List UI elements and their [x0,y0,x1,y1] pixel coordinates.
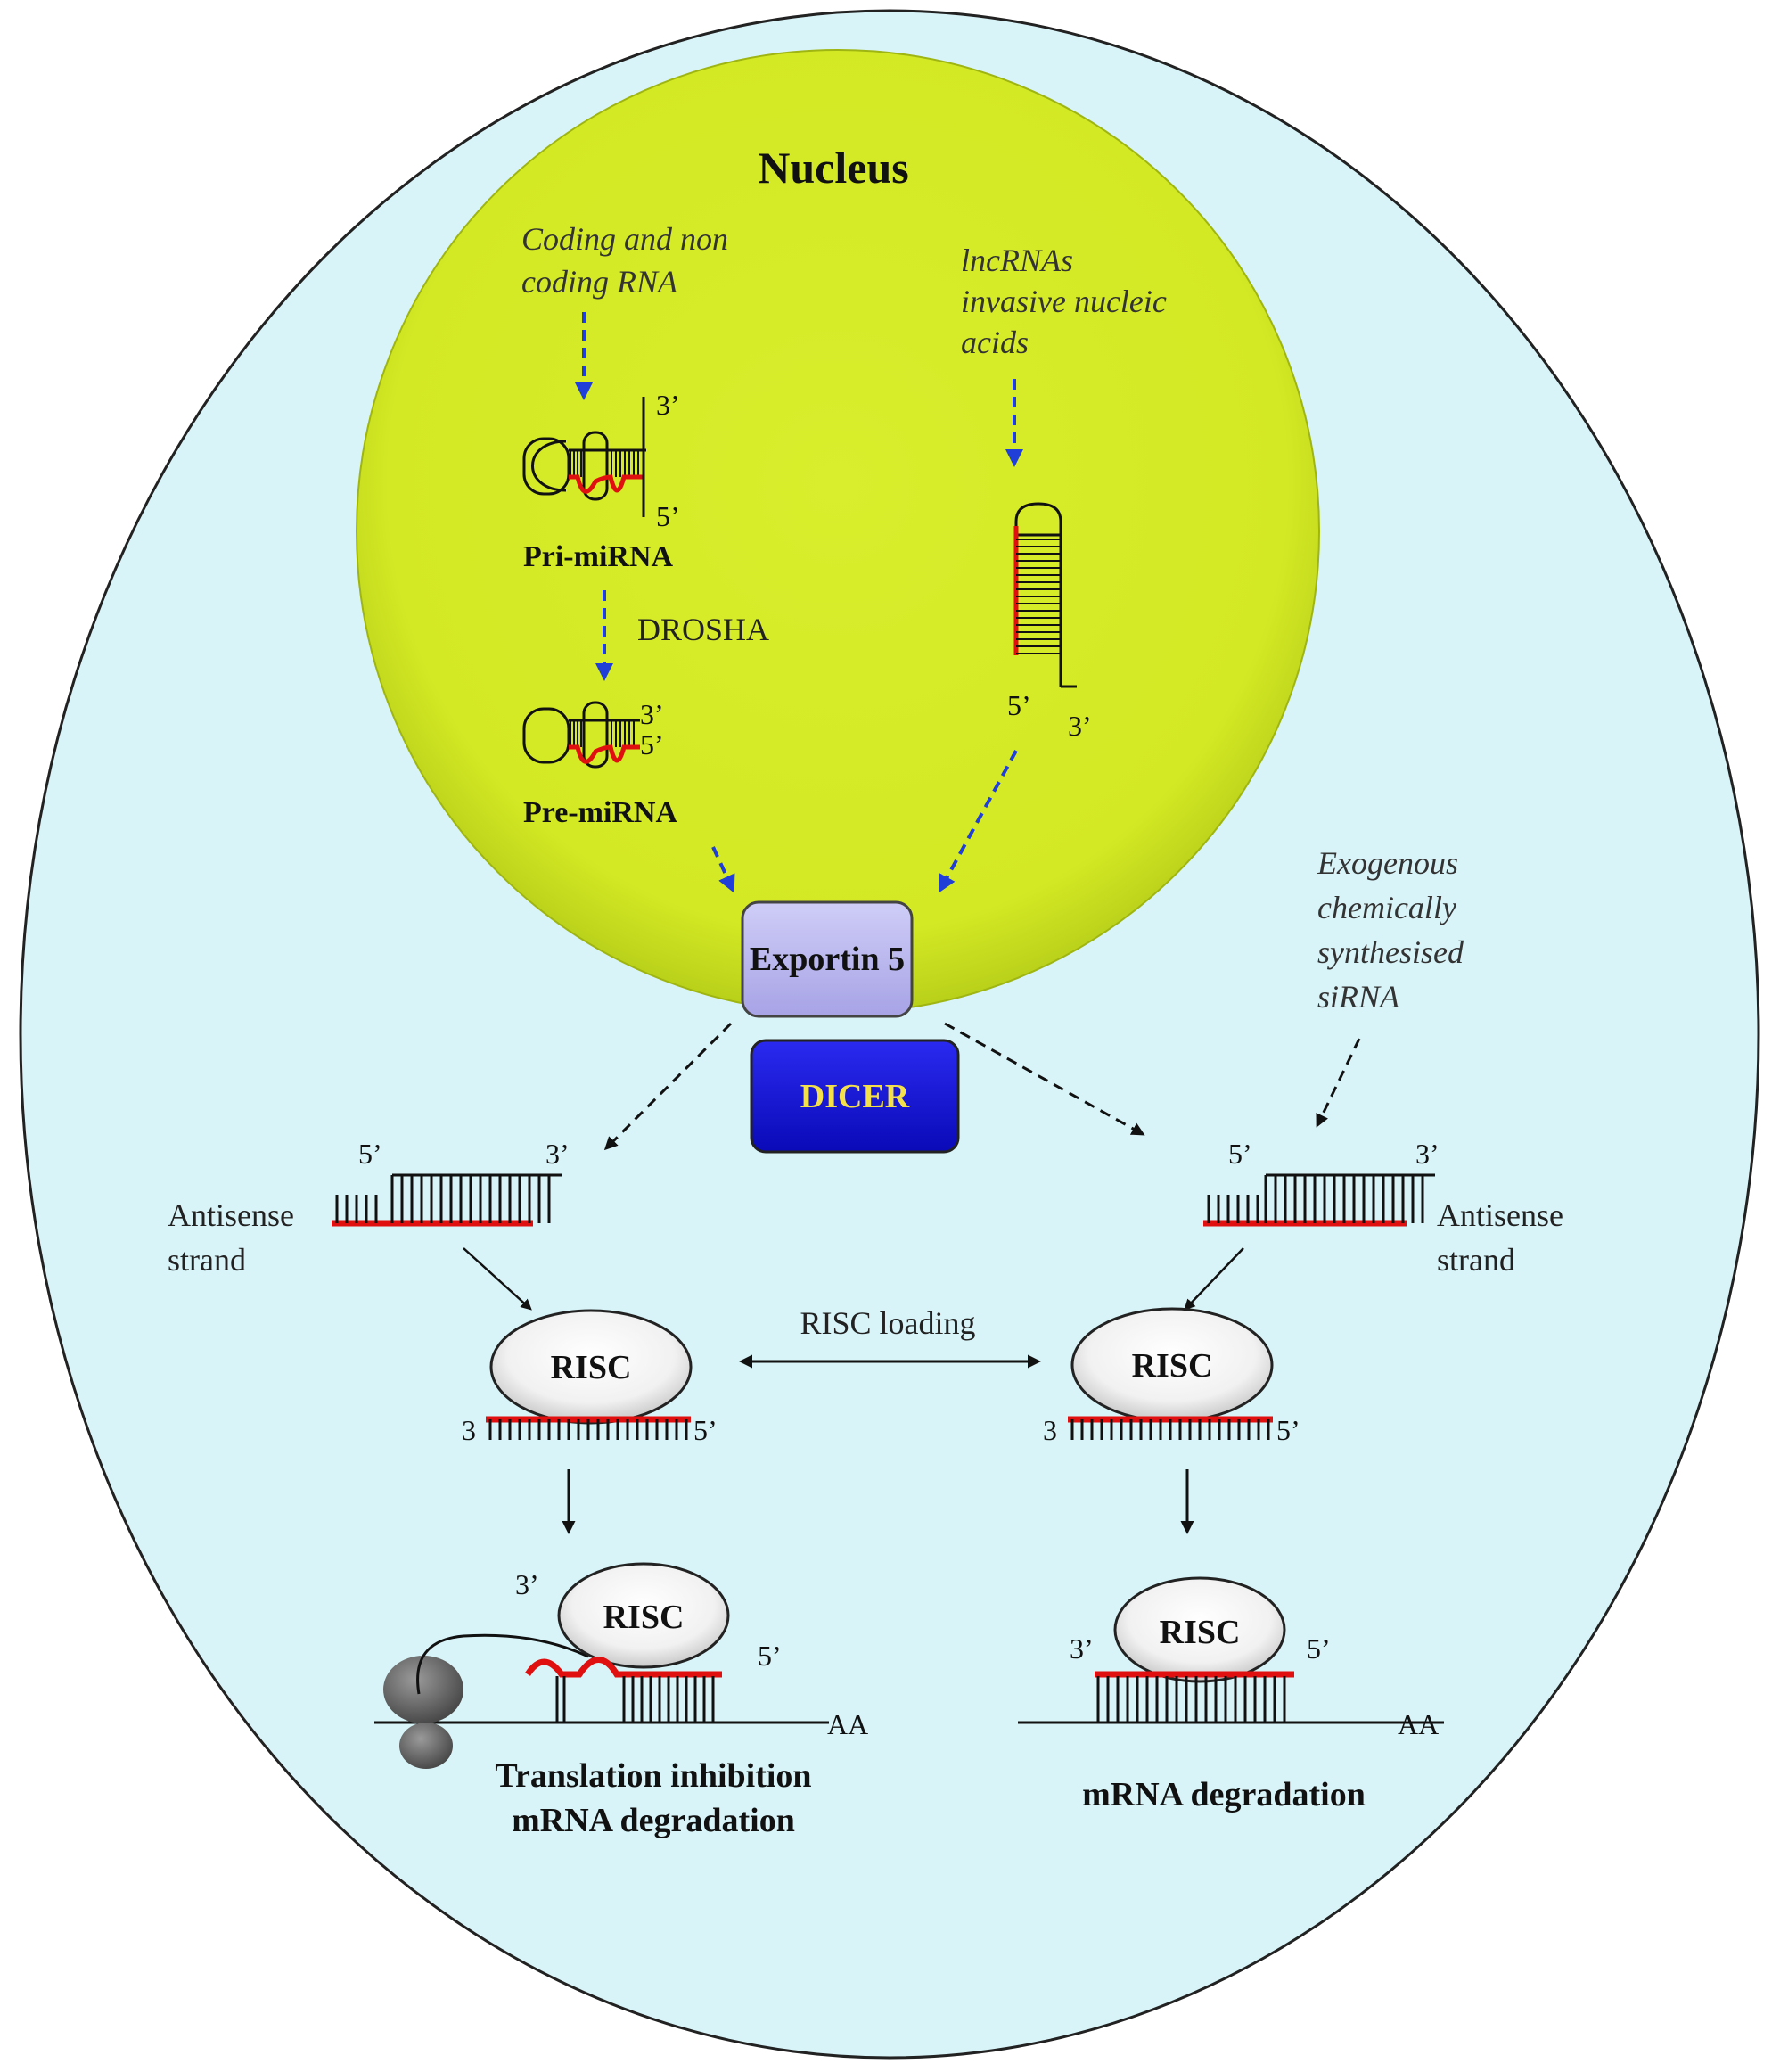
left-outcome-5prime: 5’ [758,1640,782,1672]
pre-mirna-label: Pre-miRNA [523,796,678,829]
left-risc-label: RISC [551,1349,632,1386]
right-outcome-line1: mRNA degradation [1082,1776,1366,1813]
left-loaded-risc: RISC [486,1309,693,1440]
nucleus-title: Nucleus [758,143,908,193]
pre-3prime: 3’ [640,698,664,730]
pre-mirna-structure [522,701,640,769]
dicer-label: DICER [800,1078,910,1115]
lncrna-label-line2: invasive nucleic [961,284,1167,319]
antisense-right-line2: strand [1437,1242,1515,1278]
right-outcome-3prime: 3’ [1070,1632,1094,1665]
arrow-exogenous-to-sirna [1316,1038,1361,1128]
pri-mirna-label: Pri-miRNA [523,540,674,573]
arrow-right-duplex-to-risc [1184,1247,1244,1311]
antisense-right-line1: Antisense [1437,1197,1563,1233]
antisense-left-line1: Antisense [168,1197,294,1233]
left-risc-5prime: 5’ [693,1414,718,1446]
left-risc-3: 3 [462,1414,476,1446]
lnc-5prime: 5’ [1007,689,1031,721]
exportin-5-box: Exportin 5 [741,900,914,1018]
arrow-left-duplex-to-risc [463,1247,532,1311]
left-outcome-structure: RISC [374,1562,829,1769]
dicer-box: DICER [750,1039,960,1154]
pri-mirna-structure [522,397,646,517]
coding-rna-label-line2: coding RNA [521,264,678,300]
nucleus [356,49,1320,1014]
pri-5prime: 5’ [656,500,680,532]
pri-3prime: 3’ [656,389,680,421]
antisense-left-line2: strand [168,1242,246,1278]
left-outcome-3prime: 3’ [515,1568,539,1600]
left-duplex-3prime: 3’ [545,1138,570,1170]
coding-rna-label-line1: Coding and non [521,221,728,257]
lncrna-label-line3: acids [961,325,1029,360]
left-duplex [332,1173,562,1227]
ribosome-small-subunit [399,1723,453,1769]
left-outcome-aa: AA [827,1708,868,1740]
exogenous-label-line2: chemically [1317,890,1456,925]
arrow-exportin-to-right-duplex [944,1022,1145,1136]
right-outcome-structure: RISC [1018,1576,1444,1724]
exogenous-label-line3: synthesised [1317,934,1464,970]
left-outcome-line1: Translation inhibition [495,1757,811,1795]
exportin-label: Exportin 5 [750,941,905,978]
exogenous-label-line1: Exogenous [1317,845,1458,881]
arrow-pre-to-exportin [711,846,735,893]
ribosome-large-subunit [383,1656,463,1723]
lncrna-hairpin-structure [1013,502,1077,688]
right-loaded-risc: RISC [1068,1307,1274,1440]
exogenous-label-line4: siRNA [1317,979,1400,1015]
left-outcome-risc-label: RISC [603,1599,685,1636]
arrow-lnc-to-exportin [939,750,1018,893]
left-duplex-5prime: 5’ [358,1138,382,1170]
right-outcome-aa: AA [1398,1708,1439,1740]
right-risc-3: 3 [1043,1414,1057,1446]
arrow-exportin-to-left-duplex [603,1022,733,1151]
pre-5prime: 5’ [640,728,664,761]
lncrna-label-line1: lncRNAs [961,243,1073,278]
right-duplex [1203,1173,1435,1227]
right-outcome-risc-label: RISC [1160,1614,1241,1651]
right-risc-5prime: 5’ [1276,1414,1300,1446]
drosha-label: DROSHA [637,612,769,647]
right-risc-label: RISC [1132,1347,1213,1385]
lnc-3prime: 3’ [1068,710,1092,742]
risc-loading-label: RISC loading [800,1305,975,1341]
left-outcome-line2: mRNA degradation [512,1802,795,1839]
right-duplex-3prime: 3’ [1415,1138,1440,1170]
right-outcome-5prime: 5’ [1307,1632,1331,1665]
right-duplex-5prime: 5’ [1228,1138,1252,1170]
